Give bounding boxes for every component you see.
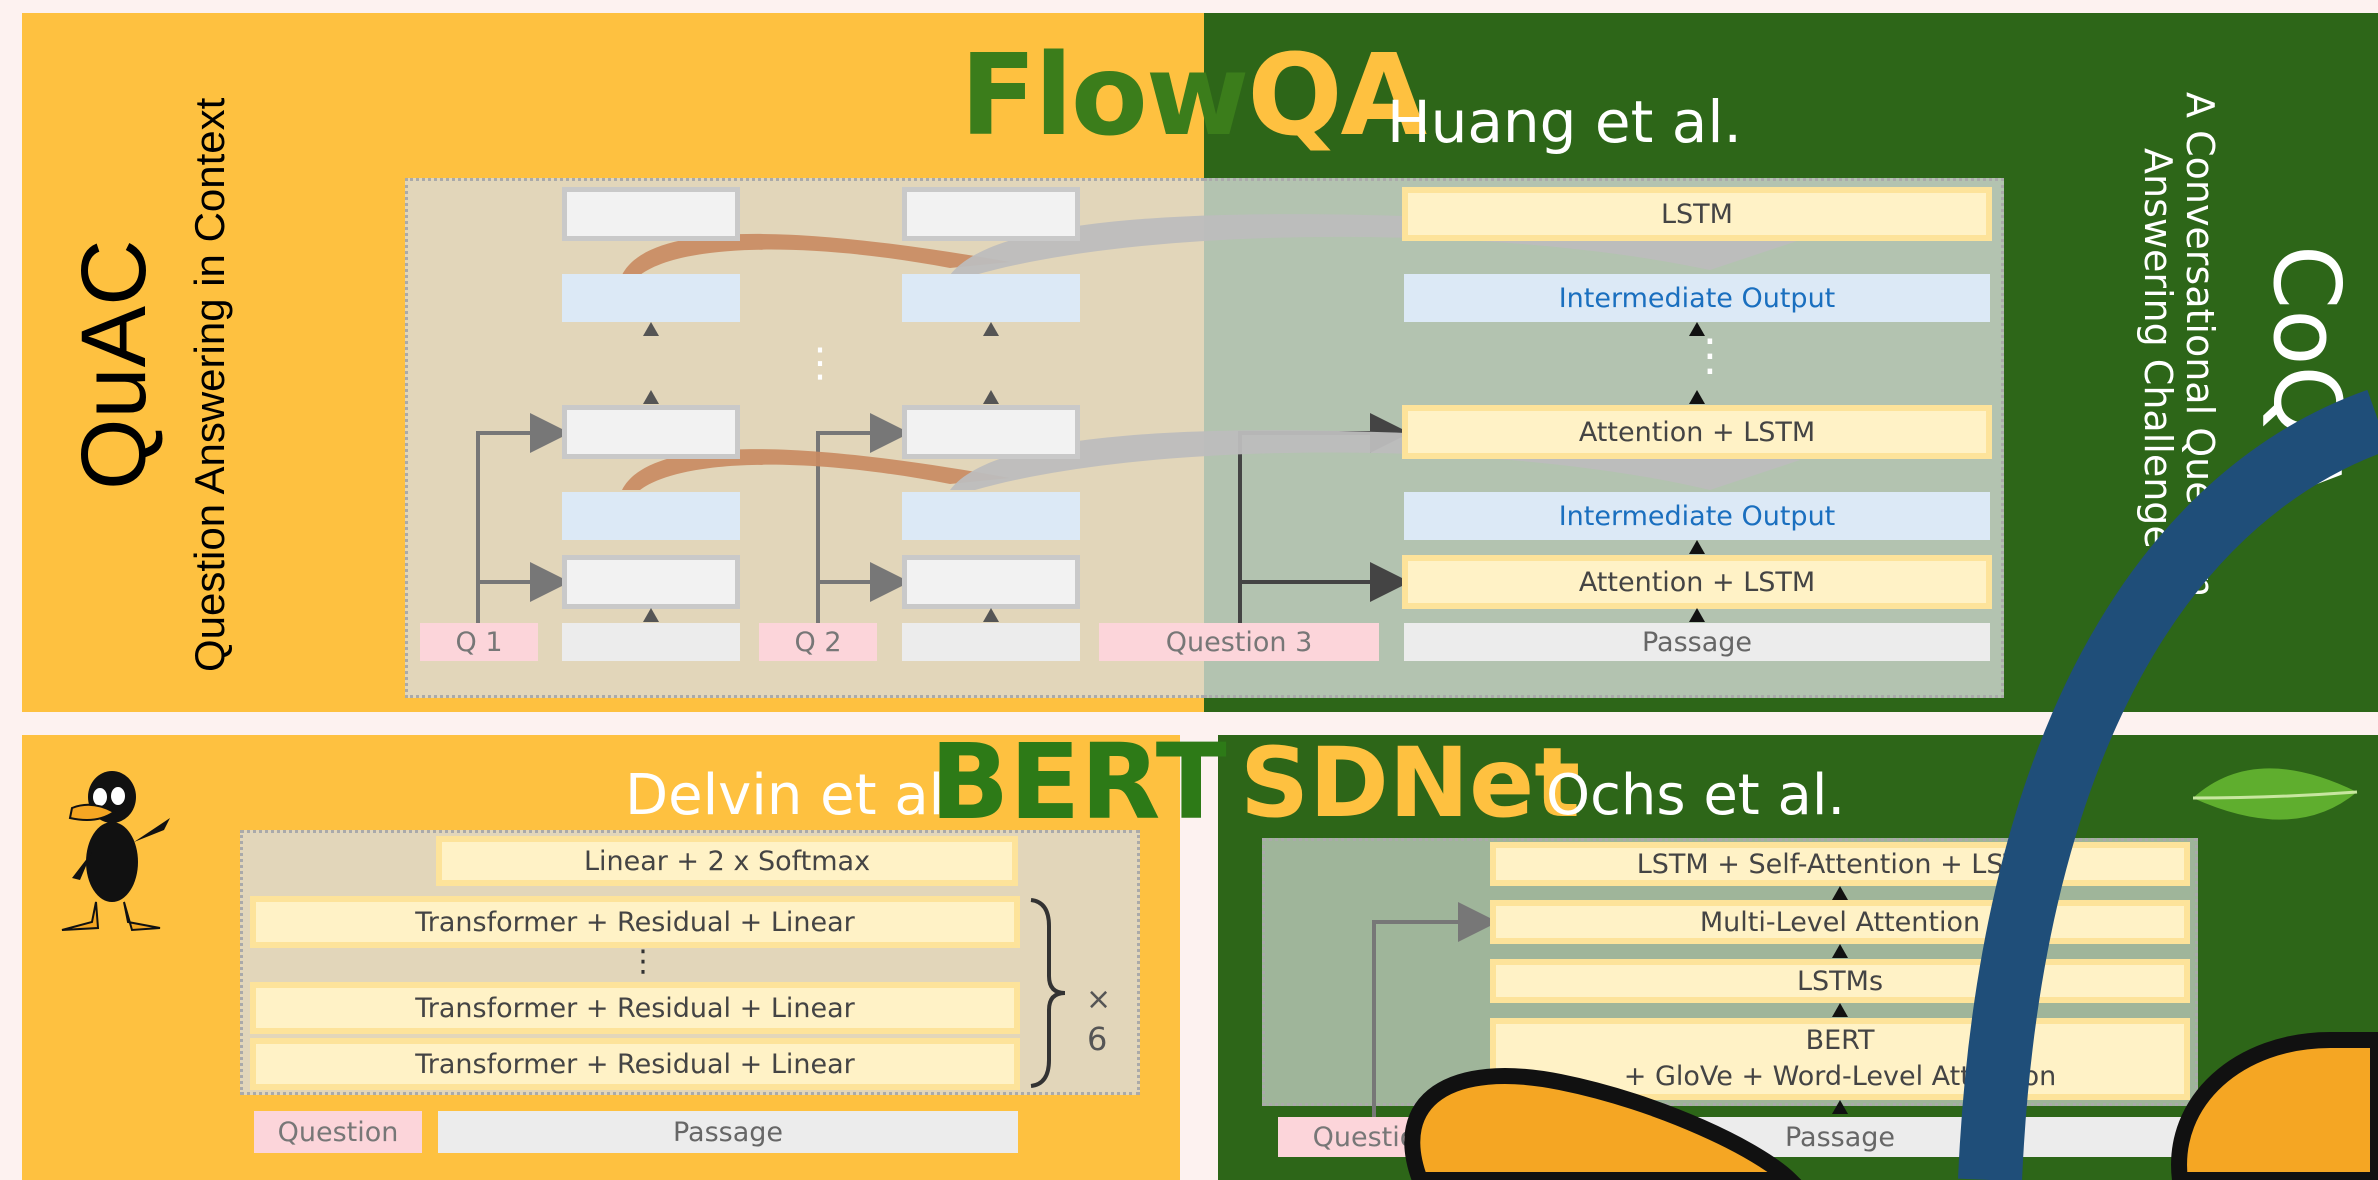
q3-arrow-1 [1689,322,1705,336]
bert-linear-softmax: Linear + 2 x Softmax [436,836,1018,886]
q3-intermediate-top: Intermediate Output [1404,274,1990,322]
q2-arrow-3 [983,608,999,622]
flowqa-title-qa: QA [1247,31,1427,161]
bert-times: × [1086,982,1112,1017]
q3-arrow-2 [1689,390,1705,404]
bert-transformer-2: Transformer + Residual + Linear [250,982,1020,1034]
flowqa-authors: Huang et al. [1387,88,1742,156]
sdnet-bert-line1: BERT [1805,1024,1875,1056]
q2-box-low [902,555,1080,609]
q1-arrow-1 [643,322,659,336]
q1-intermediate-top [562,274,740,322]
flow-arc-1-lower [622,449,1010,490]
q3-passage: Passage [1404,623,1990,661]
bert-question: Question [254,1111,422,1153]
sdnet-arrow-3 [1832,1003,1848,1017]
q3-vdots: ⋮ [1688,330,1732,381]
bert-brace [1030,898,1066,1088]
q3-intermediate-low: Intermediate Output [1404,492,1990,540]
bert-transformer-3: Transformer + Residual + Linear [250,1038,1020,1090]
bert-transformer-1: Transformer + Residual + Linear [250,896,1020,948]
q3-label: Question 3 [1099,623,1379,661]
q3-arrow-4 [1689,608,1705,622]
leaf-icon [2192,768,2358,820]
bert-passage: Passage [438,1111,1018,1153]
q3-attention-lstm-upper: Attention + LSTM [1402,405,1992,459]
q1-route-upper [476,413,570,624]
q1-box-mid [562,405,740,459]
sdnet-lstm-self-attention: LSTM + Self-Attention + LSTM [1490,842,2190,886]
duck-illustration [61,771,170,932]
q2-box-top [902,187,1080,241]
q2-arrow-1 [983,322,999,336]
flowqa-title-flow: Flow [960,31,1249,161]
q1-box-low [562,555,740,609]
sdnet-multi-level-attention: Multi-Level Attention [1490,900,2190,944]
sdnet-lstms: LSTMs [1490,959,2190,1003]
sdnet-title: SDNet [1240,727,1581,839]
orange-blob-right [2171,1032,2378,1180]
blue-arc [1958,389,2378,1180]
q1-box-top [562,187,740,241]
sdnet-authors: Ochs et al. [1546,763,1846,828]
flow-arc-1-upper [622,233,1010,275]
sdnet-arrow-2 [1832,944,1848,958]
q3-arrow-3 [1689,540,1705,554]
q1-vdots: ⋮ [800,340,840,386]
q2-passage [902,623,1080,661]
q2-box-mid [902,405,1080,459]
q2-route-upper [816,413,910,624]
bert-repeat: 6 [1087,1020,1108,1058]
q1-passage [562,623,740,661]
q2-arrow-2 [983,390,999,404]
sdnet-arrow-1 [1832,886,1848,900]
bert-authors: Delvin et al. [625,763,963,828]
q3-attention-lstm-lower: Attention + LSTM [1402,555,1992,609]
q2-intermediate-low [902,492,1080,540]
q1-label: Q 1 [420,623,538,661]
q1-intermediate-low [562,492,740,540]
q2-intermediate-top [902,274,1080,322]
orange-blob-left [1404,1068,1802,1180]
bert-vdots: ⋮ [628,944,658,979]
flowqa-title: FlowQA [960,40,1427,152]
q1-arrow-3 [643,608,659,622]
sdnet-arrow-4 [1832,1100,1848,1114]
q2-label: Q 2 [759,623,877,661]
bert-title: BERT [930,721,1227,843]
q1-arrow-2 [643,390,659,404]
q3-lstm: LSTM [1402,187,1992,241]
